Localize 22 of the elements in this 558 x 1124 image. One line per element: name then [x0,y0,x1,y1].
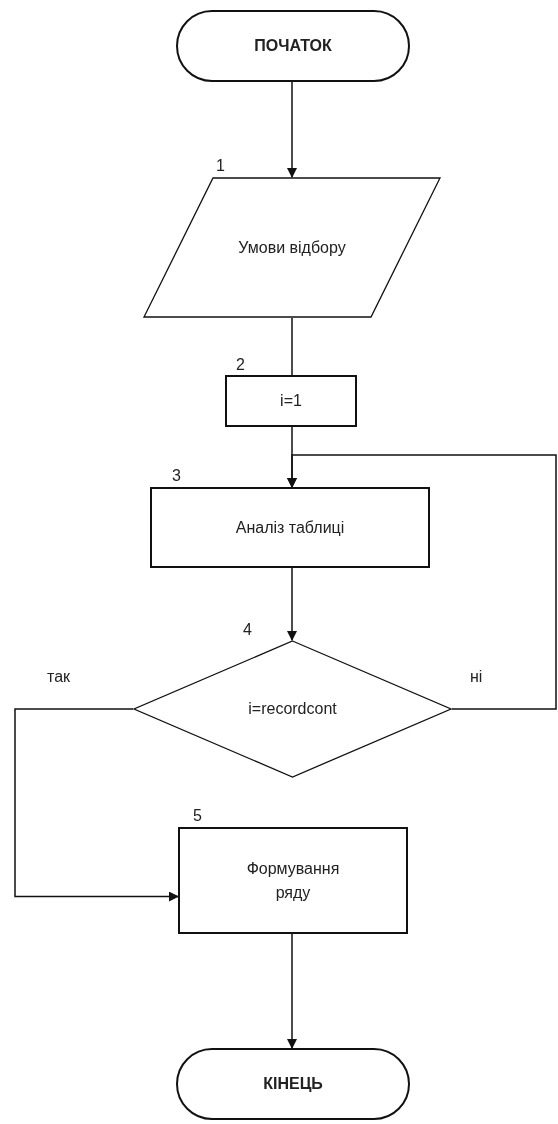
connector-arrow [14,708,179,902]
connector-arrow [287,933,297,1049]
process-box [178,827,408,934]
node-text: КІНЕЦЬ [263,1074,323,1094]
process-box [150,487,430,568]
node-text: i=recordcont [248,699,337,719]
node-text: i=1 [280,391,302,411]
step-number: 1 [216,157,225,175]
step-number: 5 [193,807,202,825]
step-number: 3 [172,467,181,485]
connector-arrow [287,567,297,641]
connector-arrow [287,81,297,178]
step-number: 4 [243,621,252,639]
node-text: Умови відбору [238,237,346,258]
node-text: ПОЧАТОК [254,36,332,56]
connector-arrow [287,454,557,710]
input-parallelogram [143,177,441,318]
step-number: 2 [236,356,245,374]
process-box [225,375,357,427]
node-text: Аналіз таблиці [235,517,345,538]
decision-diamond [133,640,452,778]
node-text: Формування ряду [245,858,341,903]
